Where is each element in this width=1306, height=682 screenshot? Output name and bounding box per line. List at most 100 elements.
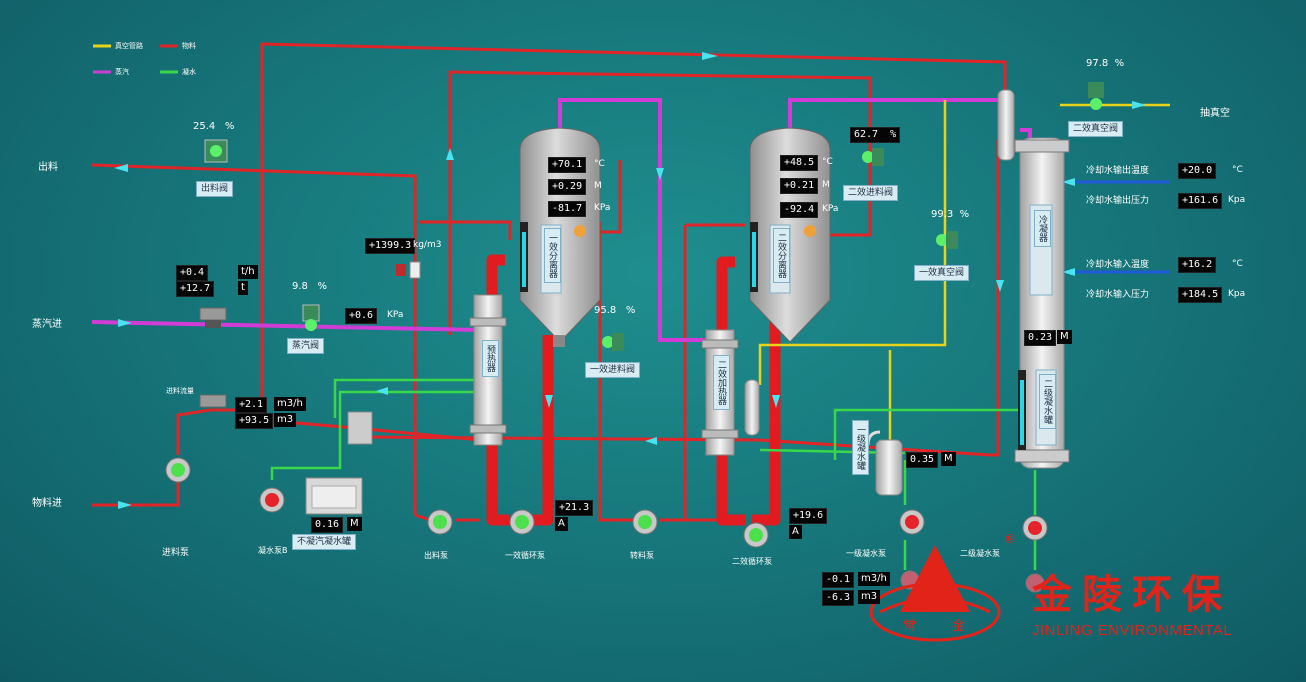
cond-tank-level-unit: M — [347, 517, 362, 531]
e2-temp-value: +48.5 — [780, 155, 819, 171]
vac-valve-2-pct: 97.8 % — [1086, 58, 1125, 69]
valve-1-plate[interactable]: 一效进料阀 — [585, 362, 641, 378]
legend-condensate-label: 凝水 — [182, 68, 196, 76]
cw-out-press-label: 冷却水输出压力 — [1086, 196, 1150, 206]
cond-tank-level-value: 0.16 — [311, 517, 344, 533]
vac-valve-2-plate[interactable]: 二效真空阀 — [1068, 121, 1124, 137]
preheater-plate: 预热器 — [482, 340, 499, 377]
logo-registered: ® — [1004, 532, 1016, 546]
logo-emblem-left: 常 — [903, 619, 917, 634]
flow-arrows — [114, 52, 1146, 509]
outlet-valve-plate[interactable]: 出料阀 — [196, 181, 234, 197]
condenser-level-value: 0.23 — [1024, 330, 1057, 346]
valve-2-plate[interactable]: 二效进料阀 — [843, 185, 899, 201]
steam-total-value: +12.7 — [176, 281, 215, 297]
e1-level-unit: M — [594, 181, 602, 191]
e1-temp-unit: °C — [594, 159, 605, 169]
valves — [199, 82, 1104, 408]
density-unit: kg/m3 — [413, 240, 442, 250]
feed-total-unit: m3 — [274, 413, 297, 427]
cond-1-total-value: -6.3 — [822, 590, 855, 606]
feed-flow-value: +2.1 — [235, 397, 268, 413]
cond-1-total-unit: m3 — [858, 590, 881, 604]
steam-inlet-label: 蒸汽进 — [32, 319, 62, 330]
cond-1-flow-unit: m3/h — [858, 572, 890, 586]
cw-in-press-value: +184.5 — [1178, 287, 1223, 303]
cw-out-temp-value: +20.0 — [1178, 163, 1217, 179]
cw-in-temp-label: 冷却水输入温度 — [1086, 260, 1150, 270]
steam-press-value: +0.6 — [345, 308, 378, 324]
e2-temp-unit: °C — [822, 157, 833, 167]
e1-press-value: -81.7 — [548, 201, 587, 217]
cond-pump-1-label: 一级凝水泵 — [846, 549, 886, 558]
outlet-valve-pct: 25.4 % — [193, 121, 235, 132]
legend-material-label: 物料 — [182, 42, 196, 50]
cw-out-press-value: +161.6 — [1178, 193, 1223, 209]
feed-flowmeter-label: 进料流量 — [166, 387, 194, 395]
steam-total-unit: t — [238, 281, 248, 295]
cw-in-temp-value: +16.2 — [1178, 257, 1217, 273]
steam-flow-value: +0.4 — [176, 265, 209, 281]
cw-out-temp-label: 冷却水输出温度 — [1086, 166, 1150, 176]
cw-in-press-label: 冷却水输入压力 — [1086, 290, 1150, 300]
pump-1-current-unit: A — [555, 517, 568, 531]
e2-level-value: +0.21 — [780, 178, 819, 194]
legend-vacuum-label: 真空管路 — [115, 42, 143, 50]
condenser-level-unit: M — [1057, 330, 1072, 344]
vac-valve-1-plate[interactable]: 一效真空阀 — [914, 265, 970, 281]
condenser-plate: 冷凝器 — [1034, 210, 1051, 247]
feed-pump-label: 进料泵 — [162, 548, 190, 558]
top-separator — [997, 89, 1015, 161]
preheater-body — [347, 411, 373, 445]
steam-lines — [91, 98, 1032, 342]
e1-temp-value: +70.1 — [548, 157, 587, 173]
vacuum-out-label: 抽真空 — [1200, 108, 1230, 119]
cond-1-level-unit: M — [941, 452, 956, 466]
cond-1-flow-value: -0.1 — [822, 572, 855, 588]
condensate-lines — [270, 378, 1037, 570]
pumps — [165, 457, 1048, 593]
mini-tank — [744, 379, 760, 436]
discharge-pump-label: 出料泵 — [424, 551, 448, 560]
e2-level-unit: M — [822, 180, 830, 190]
cond-tank-box — [305, 477, 363, 515]
logo-emblem — [869, 545, 1001, 642]
e2-press-value: -92.4 — [780, 202, 819, 218]
legend — [93, 44, 178, 74]
outlet-label: 出料 — [38, 162, 58, 173]
pump-1-current-value: +21.3 — [555, 500, 594, 516]
logo-chinese-name: 金陵环保 — [1032, 572, 1232, 618]
cooling-lines — [1062, 180, 1170, 274]
heater-2-plate: 二效加热器 — [713, 355, 730, 410]
transfer-pump-label: 转料泵 — [630, 551, 654, 560]
feed-inlet-label: 物料进 — [32, 498, 62, 509]
steam-press-unit: KPa — [387, 310, 404, 320]
cond-1-level-value: 0.35 — [906, 452, 939, 468]
separator-2-plate: 二效分离器 — [773, 228, 790, 283]
valve-2-pct: 62.7 % — [850, 127, 901, 143]
cw-in-press-unit: Kpa — [1228, 289, 1246, 299]
pump-2-current-value: +19.6 — [789, 508, 828, 524]
feed-total-value: +93.5 — [235, 413, 274, 429]
cond-tank-2-plate: 二级凝水罐 — [1039, 374, 1056, 429]
legend-steam-label: 蒸汽 — [115, 68, 129, 76]
pump-2-current-unit: A — [789, 525, 802, 539]
density-value: +1399.3 — [365, 238, 416, 254]
cond-pump-b-label: 凝水泵B — [258, 546, 288, 555]
e1-press-unit: KPa — [594, 203, 611, 213]
valve-1-pct: 95.8 % — [594, 305, 636, 316]
vac-valve-1-pct: 99.3 % — [931, 209, 970, 220]
logo-emblem-right: 金 — [952, 619, 966, 634]
steam-flow-unit: t/h — [238, 265, 258, 279]
cw-out-temp-unit: °C — [1232, 165, 1243, 175]
cond-pump-2-label: 二级凝水泵 — [960, 549, 1000, 558]
logo-english-name: JINLING ENVIRONMENTAL — [1032, 622, 1233, 639]
separator-1-plate: 一效分离器 — [544, 228, 561, 283]
cond-tank-plate[interactable]: 不凝汽凝水罐 — [292, 534, 357, 550]
e2-press-unit: KPa — [822, 204, 839, 214]
steam-valve-plate[interactable]: 蒸汽阀 — [287, 338, 325, 354]
steam-valve-pct: 9.8 % — [292, 281, 327, 292]
feed-flow-unit: m3/h — [274, 397, 306, 411]
cw-out-press-unit: Kpa — [1228, 195, 1246, 205]
